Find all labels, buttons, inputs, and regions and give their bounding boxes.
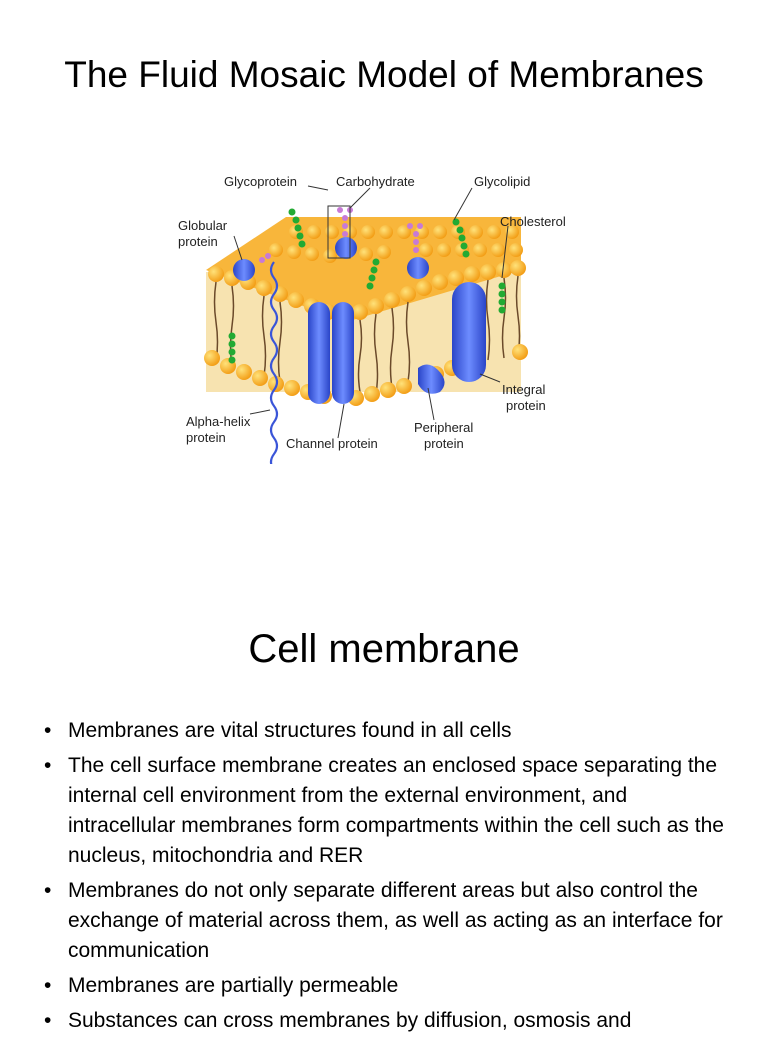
label-peripheral-2: protein [424,436,464,451]
bullet-text: Membranes do not only separate different… [68,879,723,962]
carbohydrate-chains [228,208,506,364]
label-integral-1: Integral [502,382,545,397]
section-title: Cell membrane [248,627,520,671]
label-alpha-1: Alpha-helix [186,414,251,429]
leader-lines [233,185,509,439]
label-peripheral-1: Peripheral [414,420,473,435]
list-item: • Membranes are partially permeable [44,971,734,1001]
bullet-text: Membranes are partially permeable [68,974,399,997]
label-cholesterol: Cholesterol [500,214,566,229]
list-item: • Membranes are vital structures found in… [44,716,734,746]
list-item: • Membranes do not only separate differen… [44,876,734,966]
membrane-illustration: Glycoprotein Carbohydrate Glycolipid Glo… [178,174,566,464]
label-carbohydrate: Carbohydrate [336,174,415,189]
label-channel: Channel protein [286,436,378,451]
list-item: • The cell surface membrane creates an en… [44,751,734,871]
label-glycolipid: Glycolipid [474,174,530,189]
bullet-icon: • [44,1009,52,1032]
label-integral-2: protein [506,398,546,413]
globular-protein [233,259,255,281]
bullet-list: • Membranes are vital structures found in… [44,716,734,1041]
bullet-icon: • [44,879,52,902]
bullet-icon: • [44,719,52,742]
label-globular-1: Globular [178,218,228,233]
label-glycoprotein: Glycoprotein [224,174,297,189]
label-alpha-2: protein [186,430,226,445]
glyco-branches [259,207,423,263]
membrane-diagram: Glycoprotein Carbohydrate Glycolipid Glo… [136,152,580,464]
list-item: • Substances can cross membranes by diffu… [44,1006,734,1036]
bullet-text: Substances can cross membranes by diffus… [68,1009,632,1032]
glycoprotein-body [335,237,357,259]
bullet-text: The cell surface membrane creates an enc… [68,754,724,867]
bullet-icon: • [44,754,52,777]
bullet-text: Membranes are vital structures found in … [68,719,512,742]
bullet-icon: • [44,974,52,997]
hydrophobic-core [206,272,521,392]
channel-protein [308,302,354,404]
slide-title: The Fluid Mosaic Model of Membranes [64,54,704,95]
alpha-helix-protein [269,261,279,464]
peripheral-protein [418,364,445,394]
integral-protein [452,282,486,382]
glycolipid-protein [407,257,429,279]
label-globular-2: protein [178,234,218,249]
